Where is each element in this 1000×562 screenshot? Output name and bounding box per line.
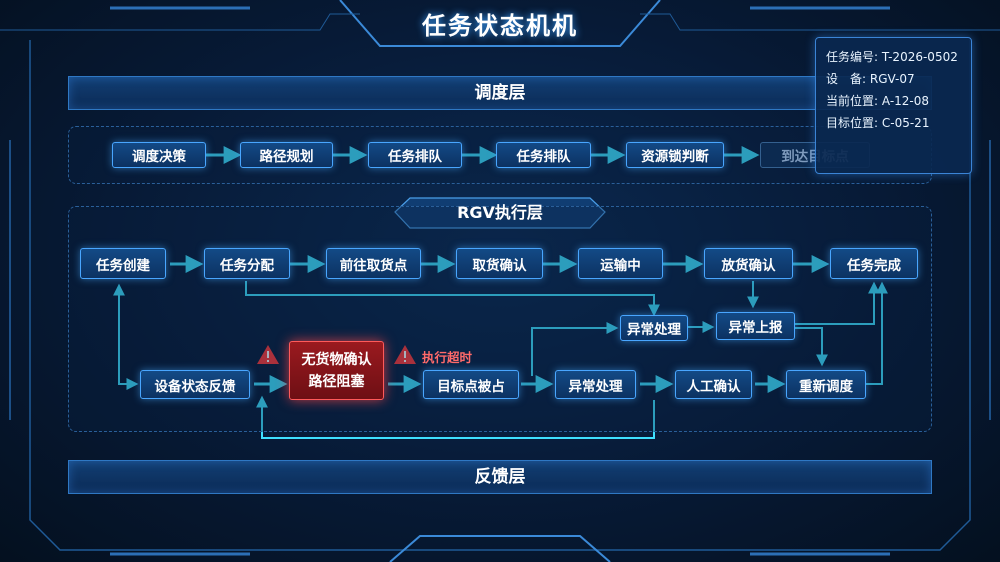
- timeout-warning-label: 执行超时: [422, 350, 473, 365]
- rgv-node-manual-confirm[interactable]: 人工确认: [675, 370, 752, 399]
- dispatch-layer-header: 调度层: [68, 76, 932, 110]
- page-title: 任务状态机机: [422, 12, 578, 40]
- feedback-layer-label: 反馈层: [474, 467, 526, 487]
- info-row-device: 设 备: RGV-07: [826, 72, 915, 86]
- rgv-node-device-feedback[interactable]: 设备状态反馈: [140, 370, 250, 399]
- rgv-node-exception-report[interactable]: 异常上报: [716, 312, 795, 340]
- task-info-panel: 任务编号: T-2026-0502 设 备: RGV-07 当前位置: A-12…: [815, 37, 972, 174]
- rgv-node-pickup-confirm[interactable]: 取货确认: [456, 248, 543, 279]
- rgv-node-task-create[interactable]: 任务创建: [80, 248, 166, 279]
- rgv-node-place-confirm[interactable]: 放货确认: [704, 248, 793, 279]
- dispatch-layer-label: 调度层: [474, 83, 526, 103]
- info-row-target-position: 目标位置: C-05-21: [826, 116, 930, 130]
- dispatch-node-path-planning[interactable]: 路径规划: [240, 142, 333, 168]
- rgv-node-alert-blocked[interactable]: 无货物确认 路径阻塞: [289, 341, 384, 400]
- info-row-task-id: 任务编号: T-2026-0502: [826, 50, 958, 64]
- warning-icon: [257, 345, 279, 364]
- rgv-node-exception-top[interactable]: 异常处理: [620, 315, 688, 341]
- rgv-node-task-complete[interactable]: 任务完成: [830, 248, 918, 279]
- rgv-node-task-assign[interactable]: 任务分配: [204, 248, 290, 279]
- rgv-node-go-pickup[interactable]: 前往取货点: [326, 248, 421, 279]
- dispatch-node-queue-1[interactable]: 任务排队: [368, 142, 462, 168]
- info-row-current-position: 当前位置: A-12-08: [826, 94, 930, 108]
- dispatch-node-resource-lock[interactable]: 资源锁判断: [626, 142, 724, 168]
- rgv-node-target-occupied[interactable]: 目标点被占: [423, 370, 519, 399]
- alert-line-no-goods: 无货物确认: [301, 351, 372, 368]
- rgv-node-exception-mid[interactable]: 异常处理: [555, 370, 636, 399]
- feedback-layer-header: 反馈层: [68, 460, 932, 494]
- rgv-layer-label: RGV执行层: [457, 203, 543, 222]
- dispatch-node-decision[interactable]: 调度决策: [112, 142, 206, 168]
- warning-icon: [394, 345, 416, 364]
- alert-line-path-blocked: 路径阻塞: [308, 373, 365, 390]
- rgv-node-redispatch[interactable]: 重新调度: [786, 370, 866, 399]
- rgv-node-in-transit[interactable]: 运输中: [578, 248, 663, 279]
- dispatch-node-queue-2[interactable]: 任务排队: [496, 142, 591, 168]
